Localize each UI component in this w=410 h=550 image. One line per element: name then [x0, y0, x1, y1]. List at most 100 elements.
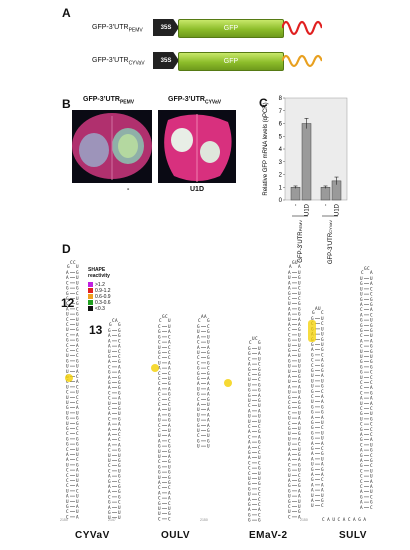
loop-nucleotide: A: [370, 270, 373, 276]
nucleotide: G: [360, 370, 363, 376]
nucleotide: C: [118, 354, 121, 360]
nucleotide: A: [321, 415, 324, 421]
nucleotide: C: [360, 468, 363, 474]
nucleotide: C: [360, 390, 363, 396]
loop-nucleotide: C: [112, 318, 115, 324]
nucleotide: C: [360, 442, 363, 448]
nucleotide: A: [258, 351, 261, 357]
nucleotide: U: [207, 433, 210, 439]
nucleotide: G: [76, 358, 79, 364]
nucleotide: G: [76, 416, 79, 422]
nucleotide: G: [360, 281, 363, 287]
nucleotide: A: [288, 306, 291, 312]
nucleotide: G: [321, 410, 324, 416]
nucleotide: G: [248, 486, 251, 492]
nucleotide: G: [66, 296, 69, 302]
nucleotide: C: [370, 286, 373, 292]
loop-nucleotide: C: [321, 310, 324, 316]
nucleotide: G: [360, 463, 363, 469]
construct-1-utr-tail: [282, 20, 322, 36]
nucleotide: U: [76, 478, 79, 484]
nucleotide: U: [258, 419, 261, 425]
nucleotide: G: [118, 448, 121, 454]
nucleotide: A: [288, 286, 291, 292]
nucleotide: G: [158, 329, 161, 335]
nucleotide: U: [288, 317, 291, 323]
nucleotide: C: [168, 516, 171, 522]
nucleotide: G: [118, 390, 121, 396]
position-label: 2150: [200, 518, 208, 522]
nucleotide: U: [197, 350, 200, 356]
nucleotide: G: [248, 518, 251, 524]
leaf-2-title-prefix: GFP-3’UTR: [168, 96, 205, 103]
group-label: GFP-3’UTRCYVaV: [328, 220, 334, 264]
nucleotide: U: [248, 419, 251, 425]
nucleotide: A: [158, 386, 161, 392]
nucleotide: A: [158, 407, 161, 413]
nucleotide: A: [370, 396, 373, 402]
nucleotide: G: [66, 504, 69, 510]
loop-nucleotide: A: [201, 314, 204, 320]
nucleotide: C: [197, 433, 200, 439]
nucleotide: U: [288, 473, 291, 479]
loop-nucleotide: A: [115, 318, 118, 324]
nucleotide: C: [76, 348, 79, 354]
nucleotide: U: [118, 505, 121, 511]
nucleotide: G: [298, 374, 301, 380]
nucleotide: A: [197, 334, 200, 340]
nucleotide: G: [158, 470, 161, 476]
nucleotide: C: [158, 496, 161, 502]
nucleotide: A: [168, 433, 171, 439]
nucleotide: U: [288, 442, 291, 448]
nucleotide: G: [288, 338, 291, 344]
nucleotide: G: [370, 458, 373, 464]
construct-2-prefix: GFP-3’UTR: [92, 57, 129, 64]
nucleotide: A: [360, 500, 363, 506]
nucleotide: G: [66, 338, 69, 344]
nucleotide: A: [168, 366, 171, 372]
nucleotide: G: [370, 364, 373, 370]
nucleotide: U: [76, 317, 79, 323]
nucleotide: C: [248, 434, 251, 440]
nucleotide: U: [197, 329, 200, 335]
nucleotide: U: [370, 442, 373, 448]
nucleotide: G: [158, 350, 161, 356]
nucleotide: A: [370, 385, 373, 391]
nucleotide: U: [76, 452, 79, 458]
nucleotide: G: [311, 410, 314, 416]
nucleotide: U: [248, 398, 251, 404]
nucleotide: C: [370, 427, 373, 433]
nucleotide: G: [298, 478, 301, 484]
nucleotide: U: [76, 447, 79, 453]
loop-nucleotide: G: [258, 340, 261, 346]
nucleotide: A: [118, 422, 121, 428]
nucleotide: U: [207, 340, 210, 346]
nucleotide: G: [76, 436, 79, 442]
nucleotide: G: [288, 358, 291, 364]
nucleotide: G: [76, 442, 79, 448]
nucleotide: A: [168, 496, 171, 502]
nucleotide: G: [298, 462, 301, 468]
nucleotide: G: [168, 381, 171, 387]
nucleotide: U: [360, 416, 363, 422]
nucleotide: A: [108, 484, 111, 490]
nucleotide: C: [168, 501, 171, 507]
nucleotide: G: [360, 427, 363, 433]
nucleotide: U: [370, 354, 373, 360]
nucleotide: C: [248, 424, 251, 430]
nucleotide: U: [76, 509, 79, 515]
loop-nucleotide: U: [252, 336, 255, 342]
nucleotide: G: [258, 372, 261, 378]
nucleotide: C: [258, 450, 261, 456]
nucleotide: A: [118, 364, 121, 370]
nucleotide: A: [66, 270, 69, 276]
nucleotide: G: [108, 510, 111, 516]
construct-1-promoter: 35S: [153, 19, 179, 36]
nucleotide: A: [321, 488, 324, 494]
nucleotide: G: [248, 388, 251, 394]
bar: [320, 187, 331, 201]
nucleotide: A: [108, 333, 111, 339]
nucleotide: A: [158, 490, 161, 496]
nucleotide: C: [158, 392, 161, 398]
nucleotide: G: [66, 416, 69, 422]
